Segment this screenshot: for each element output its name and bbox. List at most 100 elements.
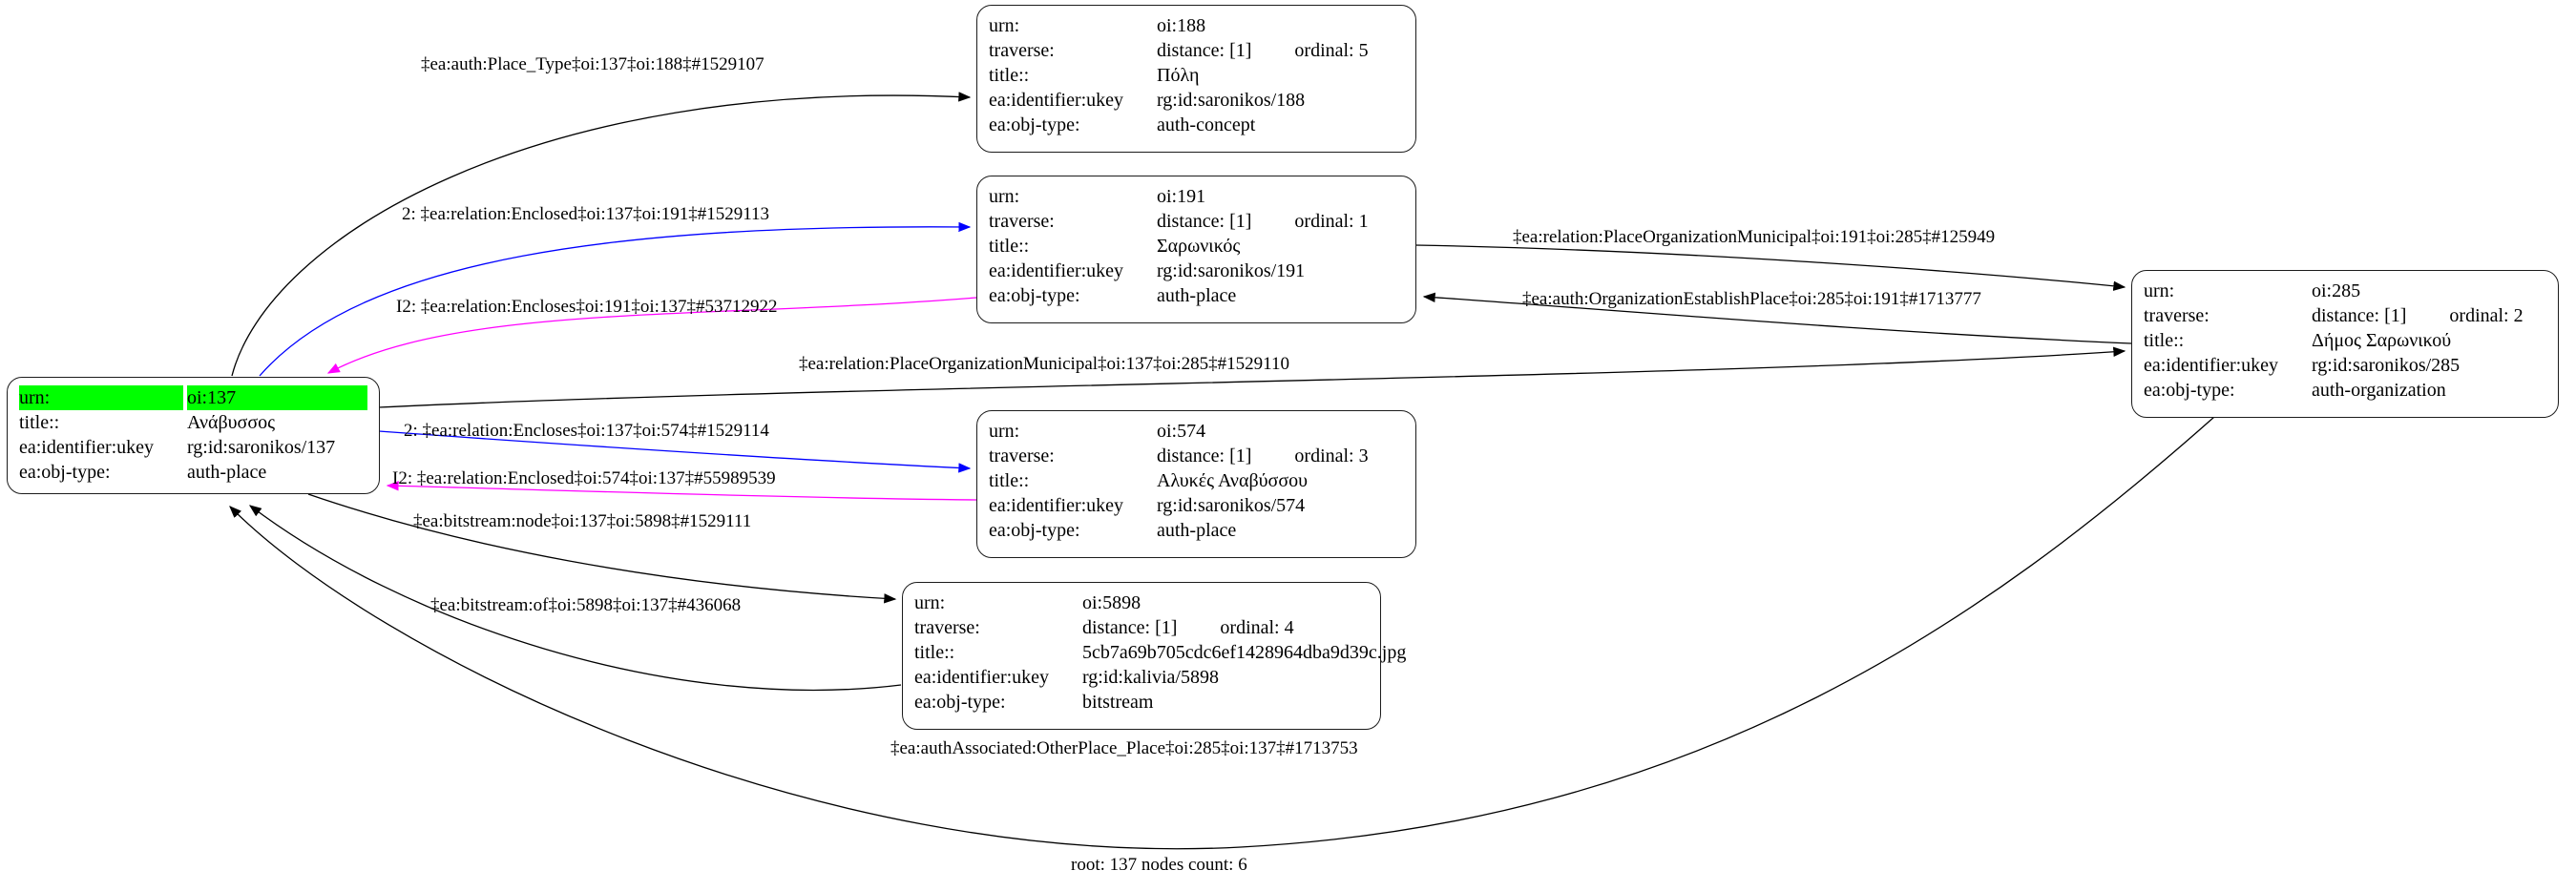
edge-pom-137-285 [378, 346, 2126, 408]
field-label: ea:identifier:ukey [2144, 355, 2279, 376]
node-row-objtype: ea:obj-type: auth-place [989, 518, 1404, 543]
node-oi574[interactable]: urn: oi:574 traverse: distance: [1]ordin… [976, 410, 1416, 558]
field-label: title:: [2144, 330, 2185, 351]
field-value: auth-place [187, 462, 267, 483]
node-row-title: title:: Δήμος Σαρωνικού [2144, 328, 2546, 353]
edge-encloses-137-574 [378, 430, 972, 473]
field-label: traverse: [2144, 305, 2209, 326]
node-row-title: title:: Πόλη [989, 63, 1404, 88]
ordinal-value: ordinal: 5 [1294, 40, 1369, 61]
node-row-urn: urn: oi:137 [19, 385, 367, 410]
field-label: ea:obj-type: [989, 285, 1080, 306]
field-value: bitstream [1082, 692, 1154, 713]
ordinal-value: ordinal: 4 [1220, 617, 1294, 638]
field-label: ea:identifier:ukey [989, 90, 1124, 111]
node-row-ukey: ea:identifier:ukey rg:id:kalivia/5898 [914, 665, 1369, 690]
distance-value: distance: [1] [1157, 40, 1252, 61]
distance-value: distance: [1] [1082, 617, 1178, 638]
field-label: ea:identifier:ukey [989, 260, 1124, 281]
edge-label-pom-137-285: ‡ea:relation:PlaceOrganizationMunicipal‡… [799, 354, 1289, 374]
node-row-ukey: ea:identifier:ukey rg:id:saronikos/191 [989, 259, 1404, 283]
field-label: urn: [989, 186, 1020, 207]
field-value: rg:id:saronikos/574 [1157, 495, 1306, 516]
field-label: traverse: [914, 617, 980, 638]
node-row-ukey: ea:identifier:ukey rg:id:saronikos/285 [2144, 353, 2546, 378]
node-row-ukey: ea:identifier:ukey rg:id:saronikos/137 [19, 435, 367, 460]
field-label: ea:obj-type: [2144, 380, 2235, 401]
field-value: Πόλη [1157, 65, 1200, 86]
ordinal-value: ordinal: 3 [1294, 446, 1369, 466]
field-label: title:: [914, 642, 955, 663]
field-value: rg:id:saronikos/188 [1157, 90, 1306, 111]
field-value: oi:285 [2312, 280, 2361, 301]
field-label: ea:obj-type: [989, 520, 1080, 541]
distance-value: distance: [1] [2312, 305, 2407, 326]
field-value: auth-place [1157, 520, 1237, 541]
edge-place-type-137-188 [231, 92, 972, 377]
field-label: title:: [19, 412, 60, 433]
field-label: urn: [989, 15, 1020, 36]
distance-value: distance: [1] [1157, 446, 1252, 466]
field-value: auth-concept [1157, 114, 1256, 135]
node-row-title: title:: Αλυκές Αναβύσσου [989, 468, 1404, 493]
field-label: urn: [2144, 280, 2175, 301]
field-label: title:: [989, 65, 1030, 86]
edge-oep-285-191 [1422, 292, 2132, 344]
edge-label-enclosed-137-191: 2: ‡ea:relation:Enclosed‡oi:137‡oi:191‡#… [402, 204, 770, 224]
node-row-traverse: traverse: distance: [1]ordinal: 2 [2144, 303, 2546, 328]
node-row-title: title:: Σαρωνικός [989, 234, 1404, 259]
field-value: rg:id:saronikos/285 [2312, 355, 2461, 376]
field-value: oi:137 [187, 385, 367, 410]
node-oi285[interactable]: urn: oi:285 traverse: distance: [1]ordin… [2131, 270, 2559, 418]
field-value: rg:id:saronikos/137 [187, 437, 336, 458]
field-value: distance: [1]ordinal: 2 [2312, 303, 2546, 328]
edge-label-assoc-other-place: ‡ea:authAssociated:OtherPlace_Place‡oi:2… [890, 738, 1358, 758]
field-value: distance: [1] ordinal: 1 [1157, 209, 1404, 234]
edge-assoc-other-place-285-137 [229, 416, 2215, 850]
node-row-title: title:: Ανάβυσσος [19, 410, 367, 435]
edge-label-encloses-137-574: 2: ‡ea:relation:Encloses‡oi:137‡oi:574‡#… [404, 421, 769, 441]
node-row-urn: urn: oi:5898 [914, 591, 1369, 615]
ordinal-value: ordinal: 1 [1294, 211, 1369, 232]
edge-encloses-191-137 [326, 297, 977, 374]
node-oi137[interactable]: urn: oi:137 title:: Ανάβυσσος ea:identif… [7, 377, 380, 494]
field-label: title:: [989, 236, 1030, 257]
node-row-objtype: ea:obj-type: auth-place [989, 283, 1404, 308]
edge-pom-191-285 [1414, 244, 2126, 291]
node-row-urn: urn: oi:191 [989, 184, 1404, 209]
edge-bitstream-node-137-5898 [307, 493, 897, 604]
field-value: auth-place [1157, 285, 1237, 306]
field-label: ea:identifier:ukey [19, 437, 155, 458]
field-value: Αλυκές Αναβύσσου [1157, 470, 1308, 491]
node-oi188[interactable]: urn: oi:188 traverse: distance: [1] ordin… [976, 5, 1416, 153]
field-label: title:: [989, 470, 1030, 491]
edge-label-bitstream-of: ‡ea:bitstream:of‡oi:5898‡oi:137‡#436068 [430, 595, 742, 615]
node-row-ukey: ea:identifier:ukey rg:id:saronikos/574 [989, 493, 1404, 518]
field-value: distance: [1] ordinal: 5 [1157, 38, 1404, 63]
field-value: oi:574 [1157, 421, 1206, 442]
field-value: distance: [1] ordinal: 4 [1082, 615, 1369, 640]
node-row-title: title:: 5cb7a69b705cdc6ef1428964dba9d39c… [914, 640, 1406, 665]
edge-label-bitstream-node: ‡ea:bitstream:node‡oi:137‡oi:5898‡#15291… [413, 511, 752, 531]
node-row-urn: urn: oi:188 [989, 13, 1404, 38]
field-label: urn: [914, 592, 946, 613]
node-row-objtype: ea:obj-type: auth-place [19, 460, 367, 485]
field-value: distance: [1] ordinal: 3 [1157, 444, 1404, 468]
node-row-traverse: traverse: distance: [1]ordinal: 3 [989, 444, 1404, 468]
field-label: traverse: [989, 40, 1055, 61]
distance-value: distance: [1] [1157, 211, 1252, 232]
edge-label-place-type: ‡ea:auth:Place_Type‡oi:137‡oi:188‡#15291… [421, 54, 764, 74]
field-label: ea:obj-type: [914, 692, 1006, 713]
field-value: oi:5898 [1082, 592, 1141, 613]
node-row-ukey: ea:identifier:ukey rg:id:saronikos/188 [989, 88, 1404, 113]
node-oi191[interactable]: urn: oi:191 traverse: distance: [1] ordin… [976, 176, 1416, 323]
edge-enclosed-137-191 [259, 221, 972, 377]
field-label: traverse: [989, 211, 1055, 232]
node-row-traverse: traverse: distance: [1] ordinal: 5 [989, 38, 1404, 63]
field-value: 5cb7a69b705cdc6ef1428964dba9d39c.jpg [1082, 642, 1407, 663]
node-oi5898[interactable]: urn: oi:5898 traverse: distance: [1] ordi… [902, 582, 1406, 730]
node-row-objtype: ea:obj-type: bitstream [914, 690, 1369, 715]
node-row-objtype: ea:obj-type: auth-concept [989, 113, 1404, 137]
